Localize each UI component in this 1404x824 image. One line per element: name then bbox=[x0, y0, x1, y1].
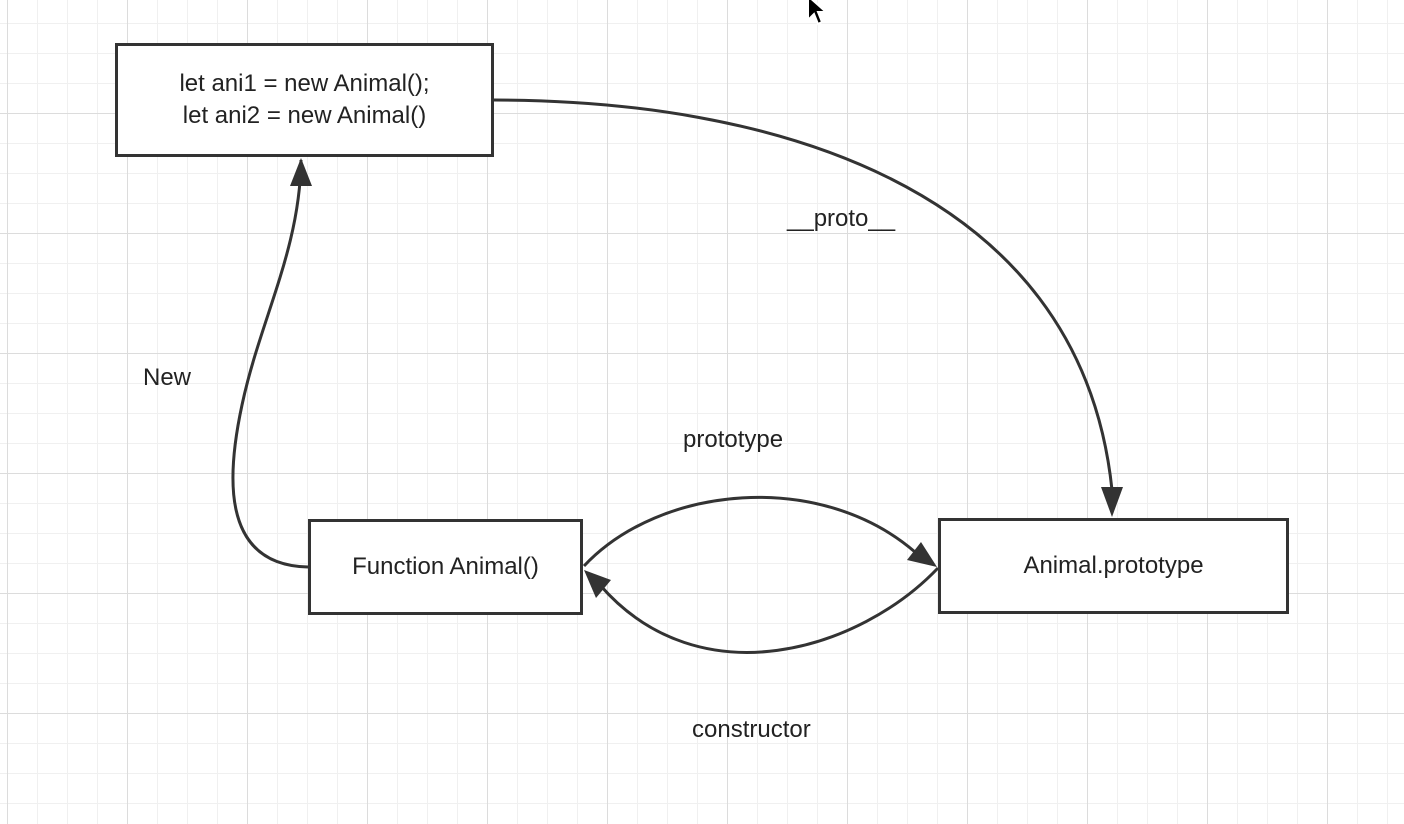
animal-prototype-label: Animal.prototype bbox=[1023, 552, 1204, 579]
proto-arrowhead bbox=[1101, 487, 1123, 517]
prototype-arrowhead bbox=[907, 542, 937, 567]
constructor-arrow bbox=[598, 566, 940, 654]
mouse-pointer-icon bbox=[807, 0, 829, 26]
instances-line-2: let ani2 = new Animal() bbox=[182, 102, 427, 129]
new-edge-label: New bbox=[143, 364, 192, 391]
animal-prototype-box[interactable]: Animal.prototype bbox=[938, 518, 1289, 614]
function-animal-box[interactable]: Function Animal() bbox=[308, 519, 583, 615]
proto-arrow bbox=[493, 98, 1114, 491]
new-arrow bbox=[231, 159, 309, 569]
instances-box[interactable]: let ani1 = new Animal(); let ani2 = new … bbox=[115, 43, 494, 157]
proto-edge-label: __proto__ bbox=[787, 205, 896, 232]
constructor-edge-label: constructor bbox=[692, 716, 811, 743]
prototype-arrow bbox=[582, 495, 916, 568]
function-animal-label: Function Animal() bbox=[352, 553, 539, 580]
new-arrowhead bbox=[290, 158, 312, 186]
prototype-edge-label: prototype bbox=[683, 426, 784, 453]
instances-line-1: let ani1 = new Animal(); bbox=[179, 70, 430, 97]
constructor-arrowhead bbox=[584, 570, 611, 598]
